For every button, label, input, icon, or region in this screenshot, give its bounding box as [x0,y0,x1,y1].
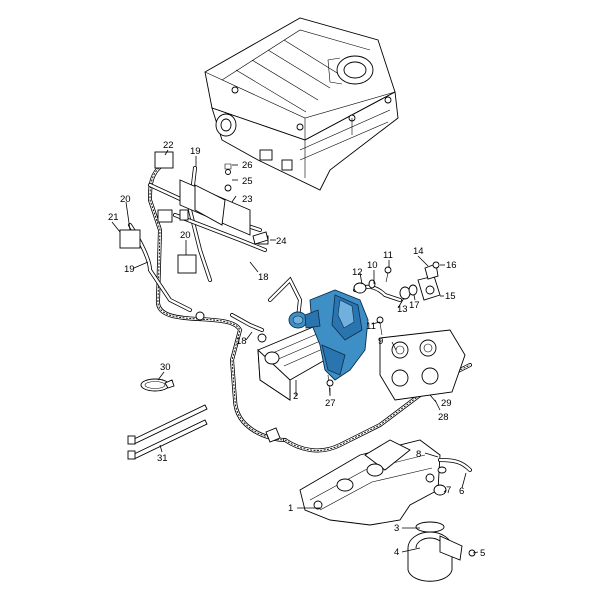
callout-20a: 20 [120,194,131,205]
callout-11b: 11 [366,321,376,332]
callout-7: 7 [446,485,451,496]
callout-31: 31 [157,453,168,464]
callout-19a: 19 [190,146,201,157]
callout-10: 10 [367,260,378,271]
callout-26: 26 [242,160,253,171]
callout-18b: 18 [236,336,247,347]
callout-23: 23 [242,194,253,205]
callout-16: 16 [446,260,457,271]
callout-3: 3 [394,523,399,534]
leader-lines [111,149,479,554]
callout-15: 15 [445,291,456,302]
callout-30: 30 [160,362,171,373]
callout-1: 1 [288,503,293,514]
callout-20b: 20 [180,230,191,241]
t-connector-30-area[interactable] [265,427,281,443]
callout-17: 17 [409,300,420,311]
callout-labels: 1 2 3 4 5 6 7 8 9 10 11 11 12 13 14 15 1… [108,140,485,559]
callout-2: 2 [293,391,298,402]
callout-11a: 11 [383,250,393,261]
callout-18a: 18 [258,272,269,283]
intake-manifold[interactable] [299,439,476,582]
callout-21: 21 [108,212,119,223]
callout-27: 27 [325,398,336,409]
callout-29: 29 [441,398,452,409]
callout-13: 13 [397,304,408,315]
hose-clamp[interactable] [140,378,175,392]
callout-8: 8 [416,449,421,460]
clip-part-24[interactable] [252,231,269,245]
callout-6: 6 [459,486,464,497]
cable-ties[interactable] [127,404,208,460]
callout-14: 14 [413,246,424,257]
air-filter-housing[interactable] [204,17,399,191]
solenoid-valve-bracket[interactable] [119,151,251,274]
egr-pipe-upper[interactable] [353,261,441,336]
callout-9: 9 [378,336,383,347]
callout-12: 12 [352,267,363,278]
callout-28: 28 [438,412,449,423]
callout-19b: 19 [124,264,135,275]
callout-4: 4 [394,547,399,558]
callout-25: 25 [242,176,253,187]
callout-24: 24 [276,236,287,247]
callout-5: 5 [480,548,485,559]
intake-flange-gasket[interactable] [379,329,466,401]
callout-22: 22 [163,140,174,151]
egr-valve-assembly[interactable] [288,289,369,396]
